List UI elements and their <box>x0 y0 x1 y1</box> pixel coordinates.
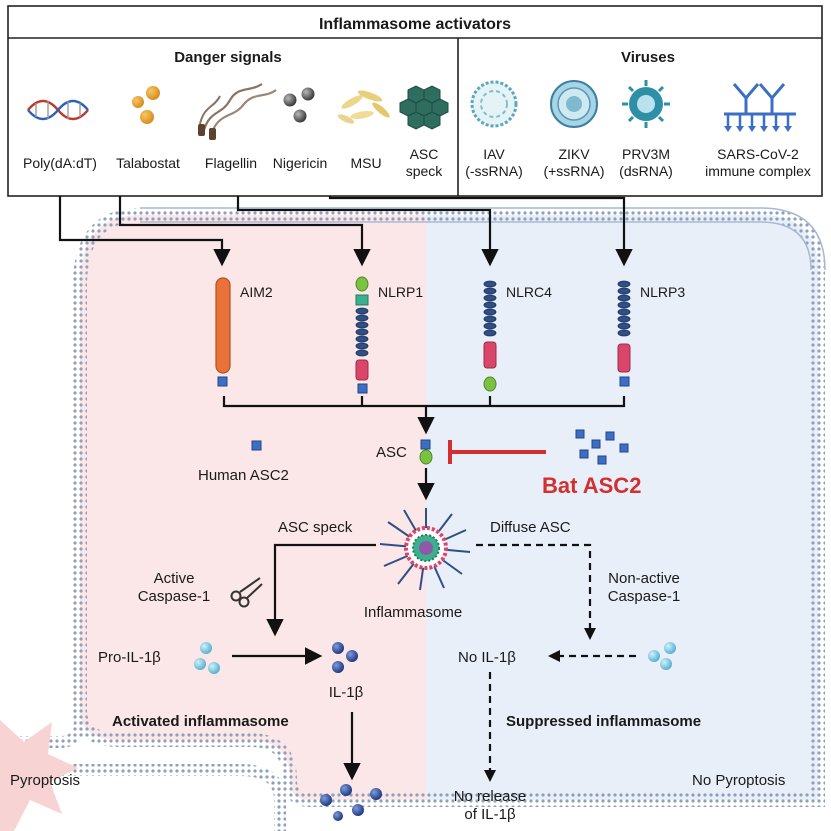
cell-membrane <box>73 208 825 807</box>
flagellin-icon <box>198 83 277 140</box>
flagellin-label: Flagellin <box>205 155 257 171</box>
bat-asc2-icon <box>575 429 629 465</box>
nlrp1-sensor <box>355 276 369 394</box>
prv3m-virus-icon <box>622 80 670 128</box>
nonactive-il1b-icon <box>648 642 676 670</box>
active-caspase-1-label-1: Active <box>154 570 195 587</box>
zikv-virus-icon <box>550 80 598 128</box>
activated-inflammasome-label: Activated inflammasome <box>112 713 289 730</box>
no-pyroptosis-label: No Pyroptosis <box>692 772 785 789</box>
active-caspase-1-label-2: Caspase-1 <box>138 588 211 605</box>
iav-label-2: (-ssRNA) <box>465 163 523 179</box>
nlrc4-label: NLRC4 <box>506 284 552 300</box>
scissors-icon <box>230 577 263 608</box>
pro-il1b-icon <box>194 642 220 674</box>
inflammasome-icon <box>379 508 471 591</box>
zikv-label-1: ZIKV <box>558 146 590 162</box>
zikv-label-2: (+ssRNA) <box>543 163 604 179</box>
released-il1b-icon <box>320 784 382 821</box>
nigericin-icon <box>283 87 315 123</box>
aim2-sensor <box>215 277 231 387</box>
viruses-title: Viruses <box>621 49 675 66</box>
prv3m-label-2: (dsRNA) <box>619 163 673 179</box>
no-release-label-2: of IL-1β <box>464 806 516 823</box>
sars-cov-2-immune-complex-icon <box>724 83 796 132</box>
human-asc2-icon <box>251 440 262 451</box>
asc-speck-arrow <box>266 543 376 637</box>
no-il1b-label: No IL-1β <box>458 649 516 666</box>
nlrp3-sensor <box>617 280 631 387</box>
bat-asc2-label: Bat ASC2 <box>542 473 641 498</box>
il1b-label: IL-1β <box>329 684 364 701</box>
asc-protein <box>419 439 433 465</box>
msu-crystals-icon <box>337 90 390 124</box>
talabostat-label: Talabostat <box>116 155 180 171</box>
sars-label-2: immune complex <box>705 163 811 179</box>
no-release-label-1: No release <box>454 788 527 805</box>
danger-signals-title: Danger signals <box>174 49 282 66</box>
prv3m-label-1: PRV3M <box>622 146 670 162</box>
dna-icon <box>27 99 89 121</box>
poly-dadt-label: Poly(dA:dT) <box>23 155 97 171</box>
nonactive-caspase-1-label-1: Non-active <box>608 570 680 587</box>
nigericin-label: Nigericin <box>273 155 327 171</box>
asc-speck-path-label: ASC speck <box>278 519 353 536</box>
nonactive-caspase-1-label-2: Caspase-1 <box>608 588 681 605</box>
msu-label: MSU <box>350 155 381 171</box>
pyroptosis-burst-icon <box>0 720 78 831</box>
activator-arrows <box>58 196 633 267</box>
right-region <box>426 215 818 800</box>
left-region <box>80 215 426 800</box>
pro-il1b-label: Pro-IL-1β <box>98 649 161 666</box>
diffuse-asc-label: Diffuse ASC <box>490 519 571 536</box>
sars-label-1: SARS-CoV-2 <box>717 146 799 162</box>
asc-speck-label-2: speck <box>406 163 444 179</box>
asc-label: ASC <box>376 444 407 461</box>
nlrp1-label: NLRP1 <box>378 284 423 300</box>
iav-virus-icon <box>470 80 518 128</box>
nlrp3-label: NLRP3 <box>640 284 685 300</box>
human-asc2-label: Human ASC2 <box>198 467 289 484</box>
asc-speck-hex-icon <box>399 85 449 130</box>
nlrc4-sensor <box>483 280 497 392</box>
talabostat-icon <box>132 86 160 124</box>
il1b-icon <box>332 642 358 673</box>
inflammasome-label: Inflammasome <box>364 604 462 621</box>
iav-label-1: IAV <box>483 146 505 162</box>
activators-title: Inflammasome activators <box>319 16 511 33</box>
asc-speck-label-1: ASC <box>410 146 439 162</box>
aim2-label: AIM2 <box>240 284 273 300</box>
bat-asc2-inhibition <box>448 440 546 464</box>
suppressed-inflammasome-label: Suppressed inflammasome <box>506 713 701 730</box>
diffuse-asc-arrow <box>476 543 592 628</box>
sensor-converge-line <box>222 396 626 408</box>
pyroptosis-label: Pyroptosis <box>10 772 80 789</box>
